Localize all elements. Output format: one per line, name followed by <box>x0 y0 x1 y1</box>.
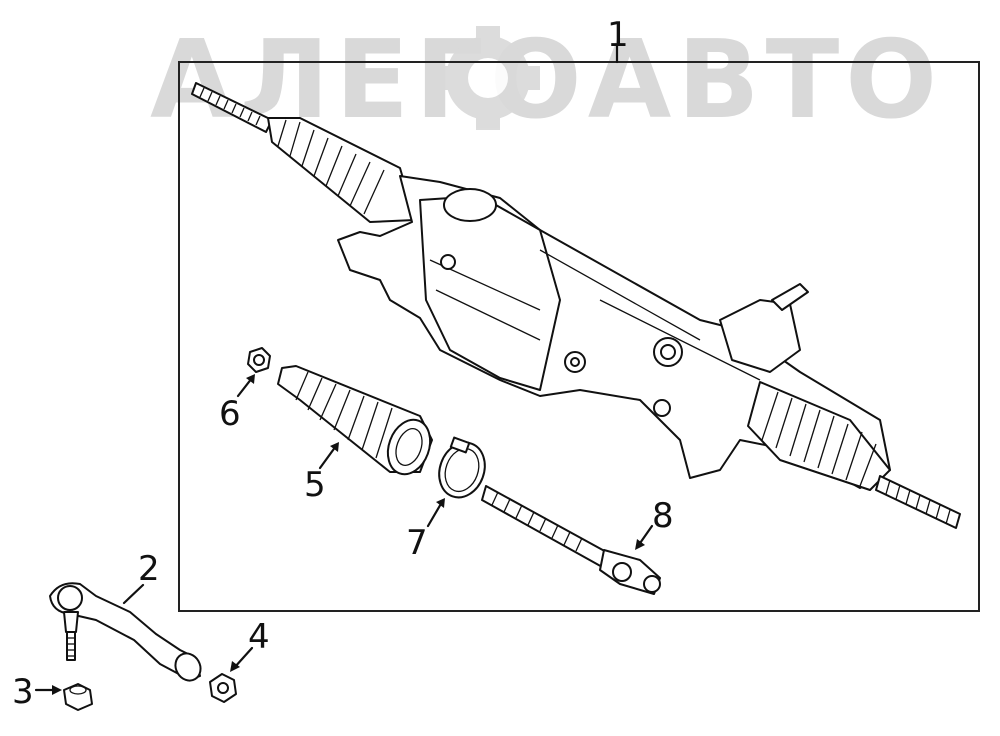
nut-3 <box>63 683 93 711</box>
leader-lines <box>34 44 654 695</box>
nut-4 <box>209 673 237 703</box>
callout-1: 1 <box>607 15 629 55</box>
callout-2: 2 <box>138 549 160 589</box>
assembly-frame <box>178 61 980 612</box>
inner-tie-rod-8 <box>481 485 661 595</box>
callout-5: 5 <box>304 465 326 505</box>
callout-7: 7 <box>406 523 428 563</box>
boot-clamp-7 <box>438 436 486 499</box>
watermark-gear-icon <box>436 26 540 130</box>
outer-tie-rod-end-2 <box>49 582 202 682</box>
rack-boot-5 <box>277 365 433 476</box>
callout-8: 8 <box>652 496 674 536</box>
callout-3: 3 <box>12 672 34 712</box>
steering-gear-assembly <box>191 82 961 529</box>
callout-4: 4 <box>248 617 270 657</box>
callout-6: 6 <box>219 394 241 434</box>
nut-6 <box>247 347 271 373</box>
